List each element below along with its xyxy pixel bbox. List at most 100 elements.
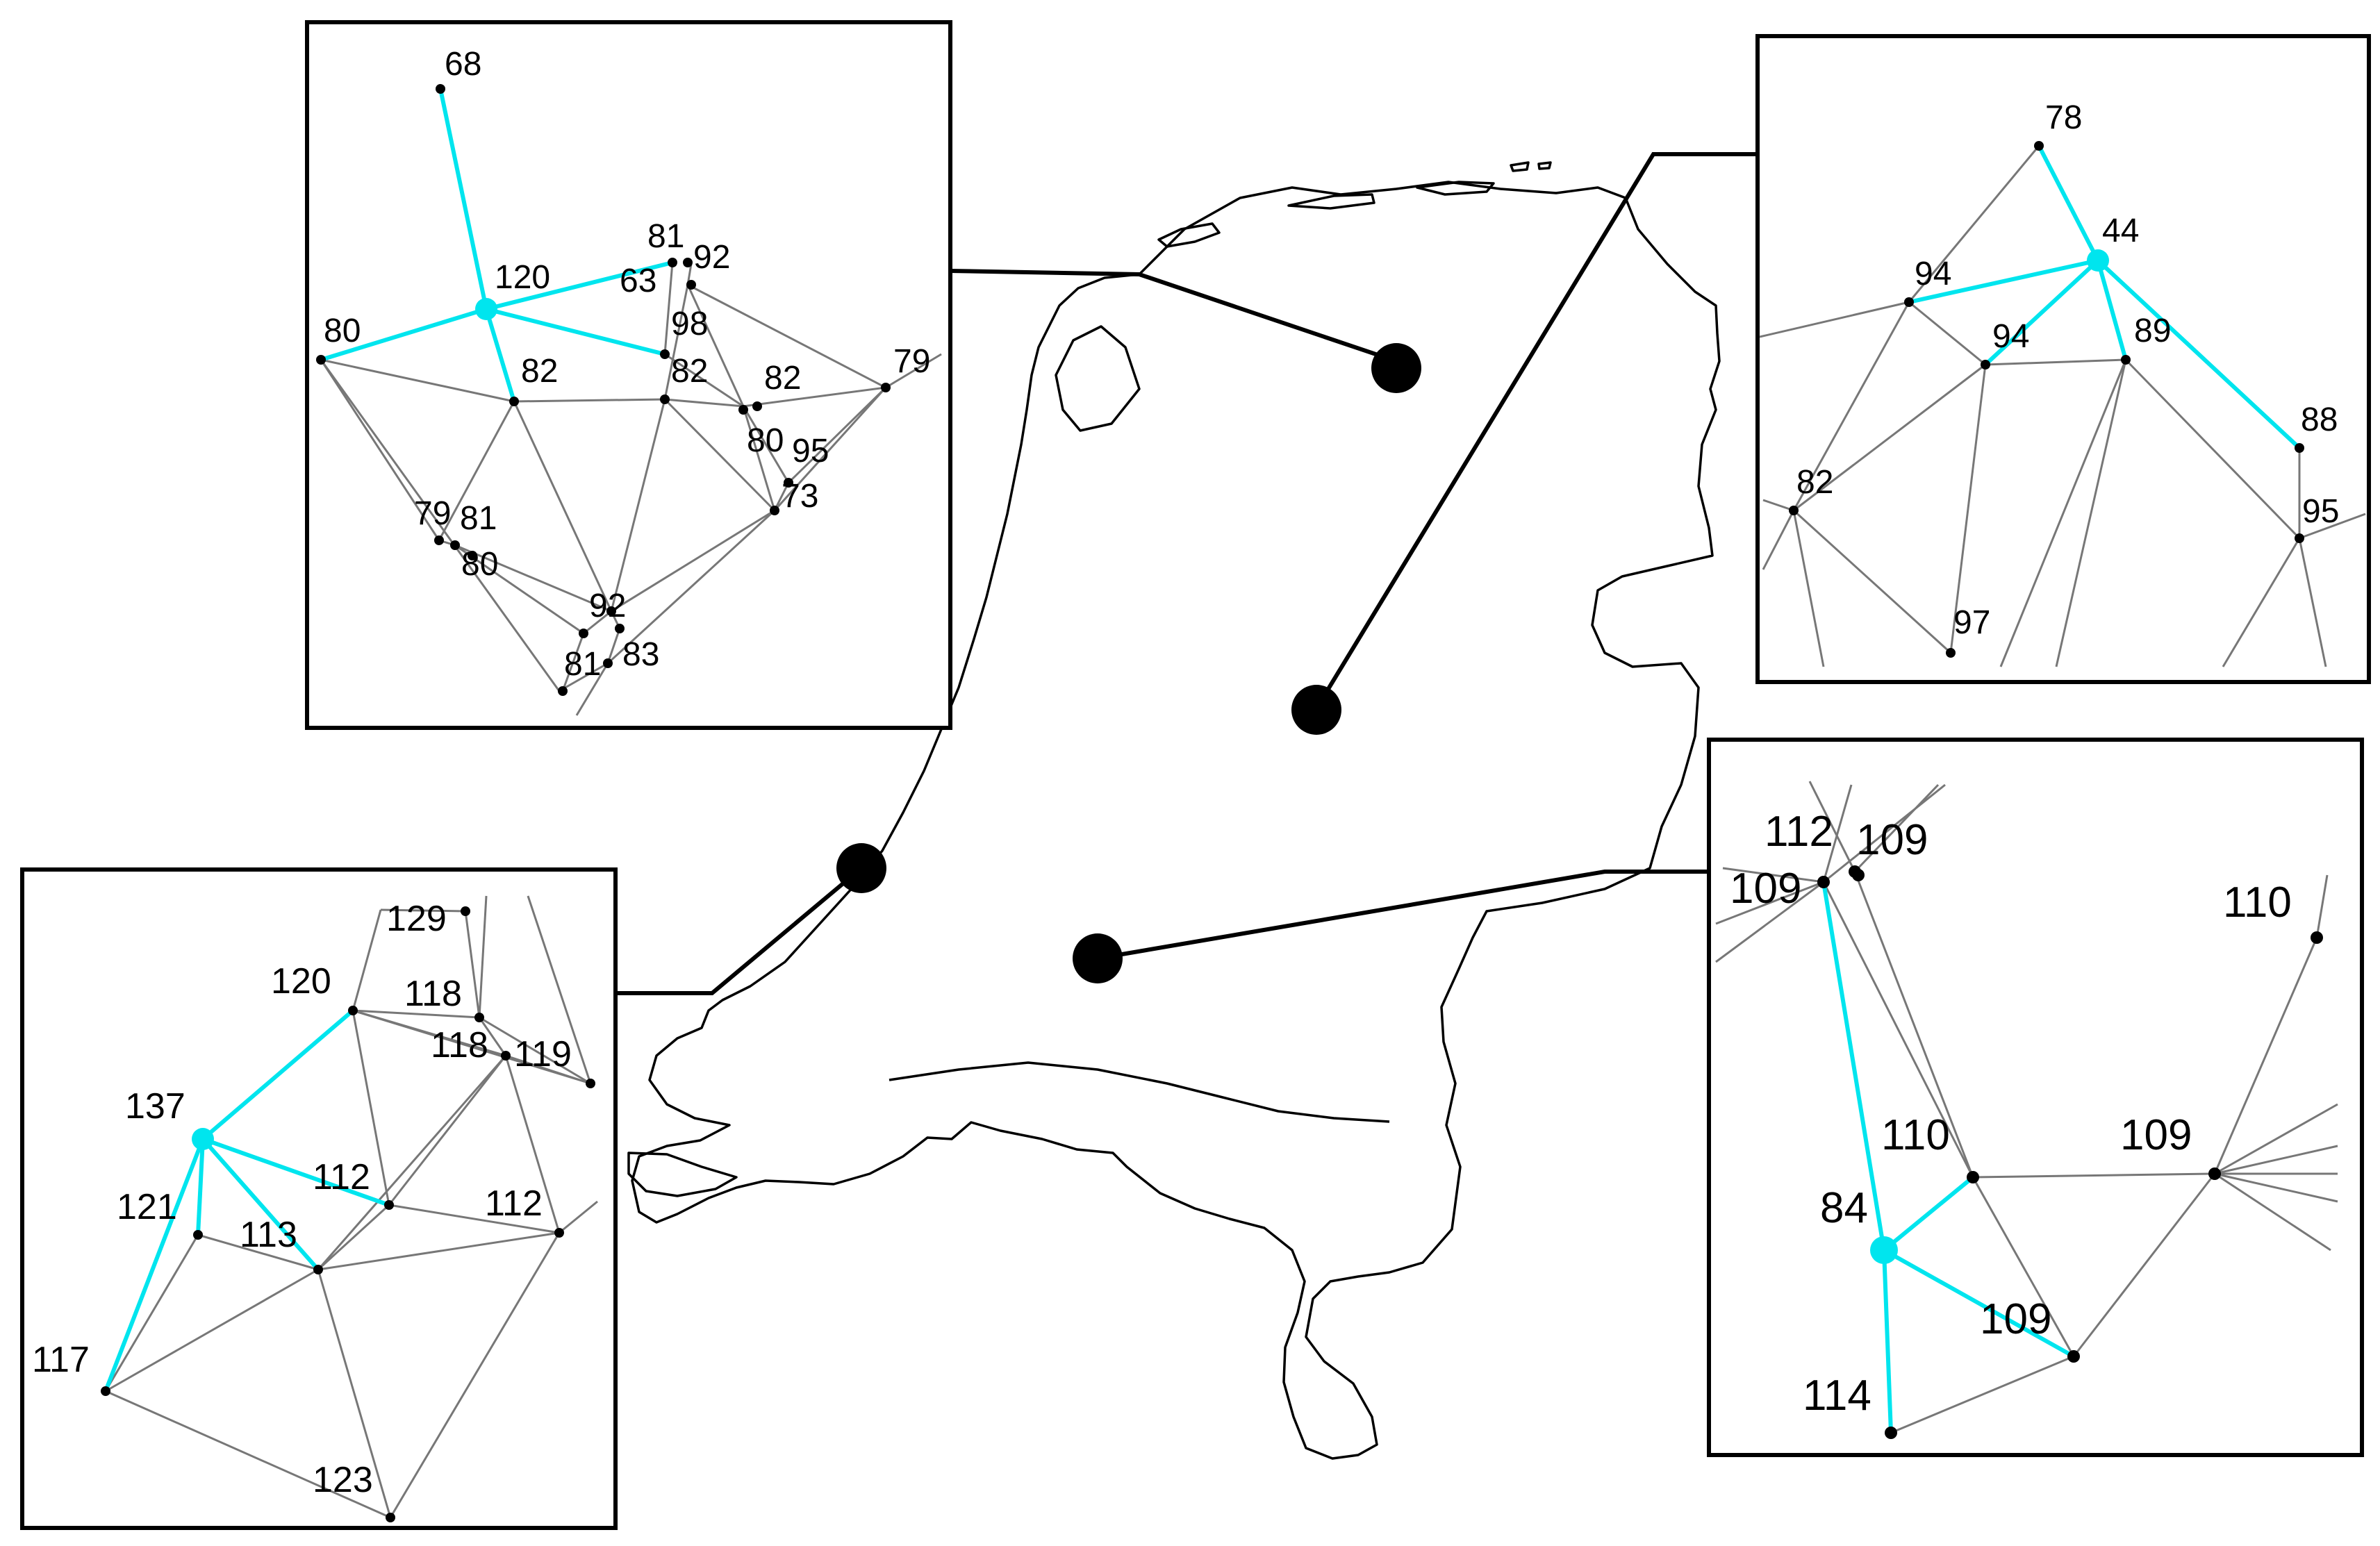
inset-north-edges [320, 262, 942, 716]
station-label: 97 [1953, 604, 1990, 641]
highlight-edge [201, 1008, 354, 1141]
station-node: 129 [386, 899, 470, 939]
station-label: 78 [2045, 99, 2082, 136]
station-node: 63 [620, 258, 677, 299]
edge [352, 909, 382, 1011]
map-marker-northeast [1291, 685, 1341, 735]
edge [606, 628, 621, 664]
station-node: 89 [2121, 313, 2171, 365]
station-node: 109 [2120, 1111, 2221, 1180]
station-node: 80 [316, 313, 361, 365]
station-label: 109 [1856, 816, 1928, 864]
map-wadden-island-5 [1537, 161, 1552, 170]
edge [1972, 1177, 2075, 1357]
inset-southeast-highlight-edges [1821, 881, 2075, 1433]
station-node: 97 [1946, 604, 1990, 658]
edge [1908, 301, 1986, 366]
highlight-edge [484, 308, 516, 402]
edge [1762, 510, 1795, 570]
edge [352, 1009, 480, 1019]
edge [2298, 538, 2327, 667]
station-label: 112 [1765, 808, 1833, 856]
edge [2222, 538, 2301, 667]
station-label: 63 [620, 263, 656, 299]
station-label: 82 [521, 353, 558, 390]
station-label: 88 [2301, 401, 2338, 438]
station-node: 81 [564, 629, 601, 683]
leader-line-west [615, 866, 863, 995]
edge [2214, 1172, 2338, 1203]
highlight-edge [1883, 1248, 2075, 1358]
netherlands-map [627, 161, 1721, 1460]
station-node: 68 [436, 46, 481, 94]
edge [1853, 871, 1974, 1178]
edge [1715, 881, 1824, 963]
station-node: 82 [509, 353, 558, 406]
edge [1793, 363, 1986, 512]
station-label: 112 [485, 1183, 543, 1224]
station-label: 82 [671, 353, 708, 390]
edge [1822, 784, 1853, 883]
edge [504, 1055, 561, 1233]
station-label: 110 [1881, 1111, 1950, 1159]
station-label: 44 [2102, 213, 2139, 249]
inset-northeast: 78 44 94 94 89 88 82 95 97 [1755, 34, 2371, 684]
edge [664, 398, 744, 408]
edge [1808, 781, 1856, 872]
edge [320, 359, 561, 692]
station-node: 112 [313, 1157, 394, 1210]
station-label: 118 [431, 1025, 488, 1065]
edge [2072, 1173, 2216, 1357]
highlight-edge [201, 1138, 320, 1271]
station-label: 109 [2120, 1111, 2192, 1159]
inset-west: 129 120 118 118 119 137 121 113 112 112 … [20, 867, 618, 1530]
inset-west-nodes: 129 120 118 118 119 137 121 113 112 112 … [32, 899, 595, 1522]
leader-line-southeast [1097, 870, 1709, 961]
highlight-edge [2096, 258, 2302, 450]
edge [742, 406, 776, 511]
inset-northeast-edges [1759, 145, 2366, 667]
edge [561, 633, 585, 692]
edge [104, 1234, 199, 1392]
station-label: 95 [2302, 493, 2339, 530]
inset-northeast-nodes: 78 44 94 94 89 88 82 95 97 [1789, 99, 2339, 658]
edge [1722, 867, 1824, 883]
highlight-edge [486, 307, 666, 356]
station-node: 78 [2034, 99, 2082, 151]
map-station-markers [836, 343, 1421, 983]
edge [513, 401, 613, 612]
station-node: 109 [1730, 865, 1830, 913]
station-node-highlighted: 120 [475, 259, 550, 320]
station-label: 79 [893, 343, 930, 380]
map-marker-west [836, 843, 886, 893]
edge [454, 544, 612, 613]
station-node-unlabeled [615, 624, 625, 633]
station-node: 73 [770, 478, 818, 515]
station-node: 81 [450, 500, 497, 550]
station-node: 92 [589, 588, 626, 624]
edge [513, 398, 666, 403]
station-label: 114 [1803, 1372, 1871, 1420]
station-label: 120 [271, 961, 331, 1001]
inset-north-nodes: 68 120 80 82 63 81 92 98 82 82 79 80 95 … [316, 46, 930, 696]
edge [663, 262, 674, 355]
edge [478, 895, 488, 1018]
edge [2214, 1103, 2338, 1175]
station-node: 79 [881, 343, 930, 392]
station-label: 92 [693, 239, 730, 276]
station-node-unlabeled [558, 686, 568, 696]
station-label: 113 [240, 1215, 297, 1255]
inset-north-frame [305, 20, 952, 730]
station-label: 123 [313, 1460, 373, 1500]
edge [438, 401, 515, 541]
edge [611, 509, 775, 613]
inset-southeast: 112 109 109 110 110 109 84 109 114 [1707, 738, 2364, 1457]
highlight-edge [2096, 260, 2128, 360]
highlight-edge [1883, 1175, 1974, 1252]
inset-west-frame [20, 867, 618, 1530]
edge [1890, 1355, 2074, 1434]
station-label: 120 [495, 259, 550, 296]
inset-north-highlight-edges [320, 88, 673, 402]
edge [317, 1055, 507, 1270]
